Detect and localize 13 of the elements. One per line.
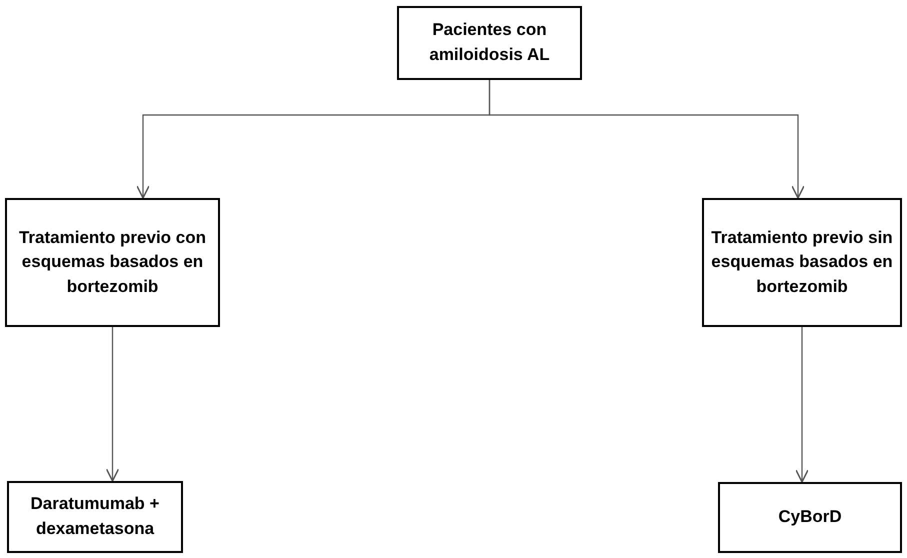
process-box: [718, 482, 902, 553]
box-label: Daratumumab + dexametasona: [30, 493, 160, 540]
arrow: [106, 327, 120, 482]
arrow: [488, 80, 805, 199]
box-label: CyBorD: [777, 506, 843, 528]
process-box: [397, 6, 582, 80]
process-box: [702, 198, 902, 327]
process-box: [7, 481, 183, 553]
box-label: Tratamiento previo sin esquemas basados en bortezomib: [710, 226, 894, 298]
box-label: Tratamiento previo con esquemas basados en bortezomib: [18, 226, 208, 298]
arrow: [795, 327, 809, 483]
box-label: Pacientes con amiloidosis AL: [428, 19, 551, 66]
process-box: [5, 198, 220, 327]
